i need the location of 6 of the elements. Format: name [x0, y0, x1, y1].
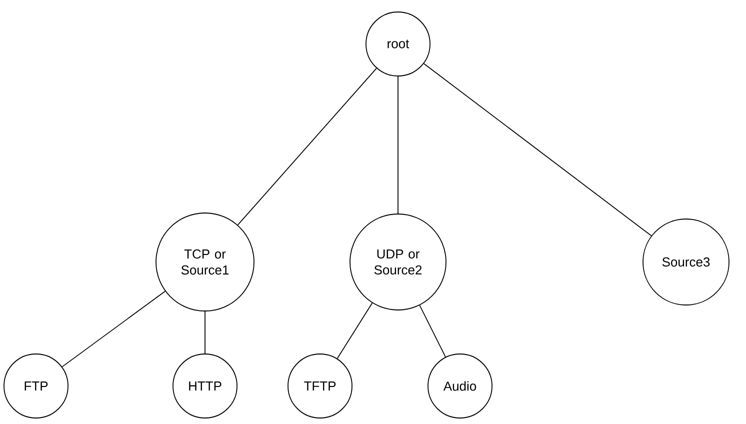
tree-edge — [419, 304, 446, 358]
tree-edge — [423, 63, 652, 236]
tree-edge — [62, 290, 166, 368]
tree-edge — [237, 68, 377, 226]
tree-edge — [204, 311, 206, 354]
tree-edge — [336, 302, 373, 359]
